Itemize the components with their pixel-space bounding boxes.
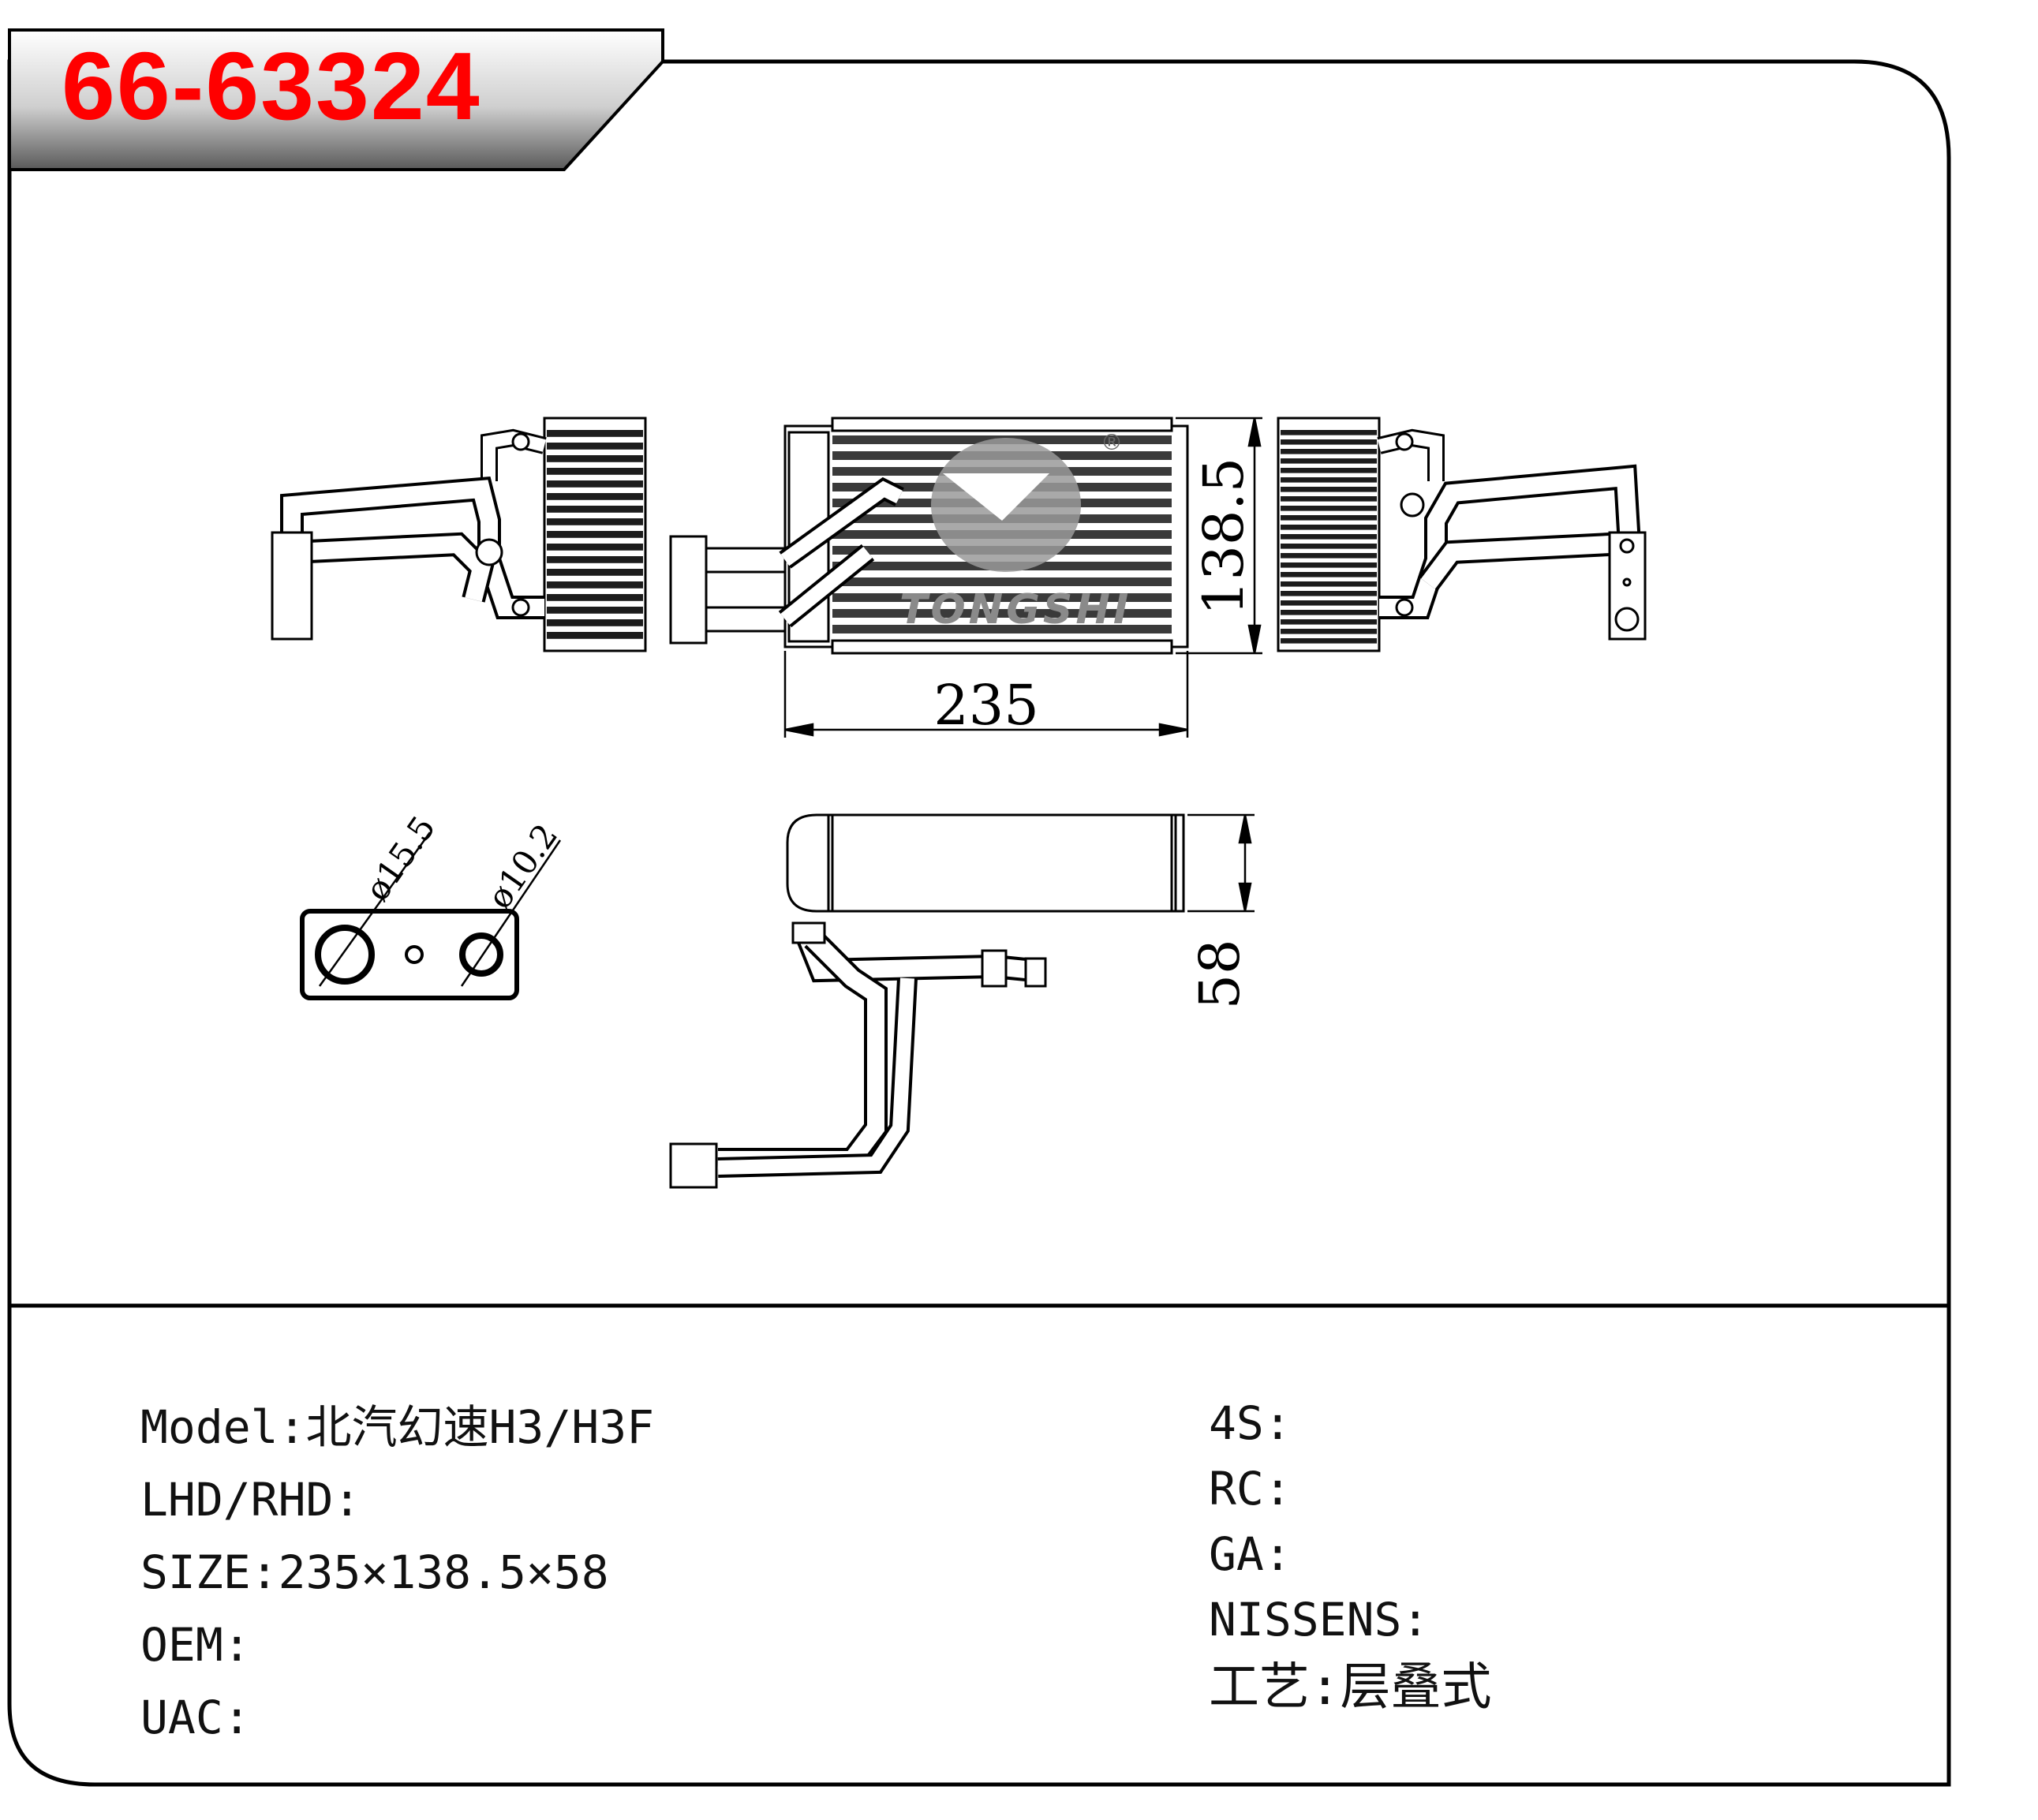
fin [832, 577, 1172, 586]
info-label: 4S: [1209, 1396, 1292, 1450]
fin [832, 625, 1172, 633]
port-small-label: ø10.2 [480, 817, 565, 915]
fin [547, 480, 643, 488]
fin [1281, 581, 1377, 587]
fin [1281, 638, 1377, 644]
info-value: 北汽幻速H3/H3F [305, 1400, 655, 1454]
info-label: GA: [1209, 1527, 1292, 1581]
info-label: NISSENS: [1209, 1593, 1430, 1646]
part-number-banner [8, 28, 664, 171]
plan-view [669, 813, 1185, 1189]
fin [1281, 525, 1377, 530]
info-row-nissens: NISSENS: [1209, 1597, 1492, 1662]
right-side-view [1277, 417, 1647, 652]
fin [1281, 439, 1377, 445]
info-row-model: Model:北汽幻速H3/H3F [140, 1404, 654, 1477]
fin [547, 468, 643, 475]
fin [1281, 477, 1377, 483]
dim-depth-label: 58 [1187, 939, 1252, 1009]
brand-watermark: TONGSHI [899, 586, 1131, 633]
fin [1281, 629, 1377, 634]
fin [547, 556, 643, 563]
fin [547, 506, 643, 513]
dim-width [783, 651, 1189, 738]
info-label: Model: [140, 1400, 306, 1454]
outer-frame [7, 59, 1951, 1787]
fin [547, 531, 643, 538]
dim-width-label: 235 [933, 673, 1039, 738]
info-row-oem: OEM: [140, 1622, 654, 1695]
dim-height [1176, 417, 1262, 655]
info-label: RC: [1209, 1462, 1292, 1515]
dim-height-label: 138.5 [1191, 458, 1256, 615]
info-value: 235×138.5×58 [278, 1545, 609, 1599]
info-row-ga: GA: [1209, 1531, 1492, 1597]
info-row-uac: UAC: [140, 1695, 654, 1767]
info-value: 层叠式 [1340, 1658, 1492, 1717]
left-side-view [271, 417, 647, 652]
fin [1281, 534, 1377, 540]
fin [1281, 572, 1377, 577]
fin [1281, 591, 1377, 596]
info-label: UAC: [140, 1691, 251, 1744]
fin [547, 594, 643, 601]
info-label: LHD/RHD: [140, 1473, 361, 1527]
fin [547, 493, 643, 500]
info-left: Model:北汽幻速H3/H3F LHD/RHD: SIZE:235×138.5… [140, 1404, 654, 1767]
front-view: ® [669, 417, 1189, 655]
fin [1281, 544, 1377, 549]
fin [1281, 496, 1377, 502]
fin [547, 455, 643, 462]
dim-depth [1187, 813, 1255, 913]
fin [547, 544, 643, 551]
info-label: 工艺: [1209, 1658, 1341, 1717]
part-number-title: 66-63324 [62, 32, 481, 140]
fin [832, 609, 1172, 618]
fin [1281, 458, 1377, 464]
fin [1281, 506, 1377, 511]
fin [1281, 610, 1377, 615]
port-large-label: ø15.5 [357, 809, 443, 907]
fin [1281, 515, 1377, 521]
fin [1281, 468, 1377, 473]
info-row-process: 工艺:层叠式 [1209, 1662, 1492, 1728]
info-label: OEM: [140, 1618, 251, 1672]
fin [547, 619, 643, 626]
info-label: SIZE: [140, 1545, 279, 1599]
fin [547, 607, 643, 614]
fin [547, 443, 643, 450]
info-row-rc: RC: [1209, 1466, 1492, 1531]
fin [547, 430, 643, 437]
fin [1281, 449, 1377, 454]
fin [547, 569, 643, 576]
svg-text:®: ® [1101, 429, 1123, 455]
port-flange-view [300, 832, 562, 1000]
fin [1281, 430, 1377, 435]
info-right: 4S: RC: GA: NISSENS: 工艺:层叠式 [1209, 1400, 1492, 1728]
fin [1281, 619, 1377, 625]
fin [547, 518, 643, 525]
info-row-size: SIZE:235×138.5×58 [140, 1549, 654, 1622]
fin [1281, 487, 1377, 492]
fin [832, 593, 1172, 602]
fin [547, 581, 643, 589]
fin [1281, 553, 1377, 559]
info-row-lhd-rhd: LHD/RHD: [140, 1477, 654, 1549]
fin [547, 632, 643, 639]
fin [1281, 562, 1377, 568]
fin [1281, 600, 1377, 606]
info-row-4s: 4S: [1209, 1400, 1492, 1466]
